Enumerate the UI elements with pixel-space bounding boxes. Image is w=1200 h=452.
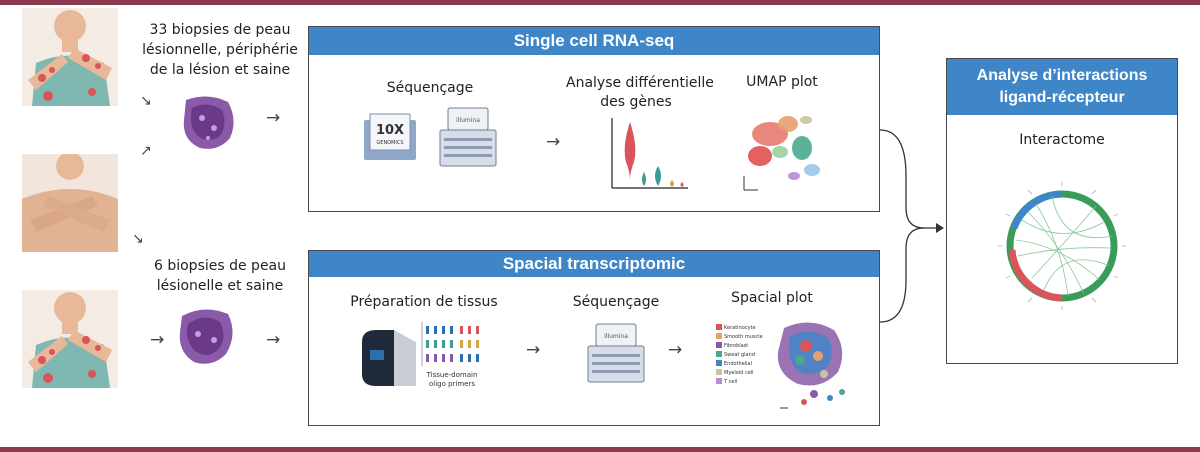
interactions-panel-title: Analyse d’interactions ligand-récepteur	[947, 59, 1177, 115]
spatial-step-sequencing-label: Séquençage	[572, 294, 660, 310]
illumina-sequencer-icon-bottom: illumina	[587, 323, 645, 383]
biopsy-group2-line1: 6 biopsies de peau	[153, 258, 287, 274]
svg-text:Keratinocyte: Keratinocyte	[724, 325, 756, 331]
tenx-chromium-device-icon: 10X GENOMICS	[364, 113, 416, 160]
spatial-step-prep-label: Préparation de tissus	[350, 294, 498, 310]
tissue-biopsy-sample-top	[183, 96, 234, 149]
differential-line2: des gènes	[600, 94, 672, 110]
arrow-diag-down-right-2: ↘	[132, 231, 144, 247]
biopsy-group1-line3: de la lésion et saine	[149, 62, 291, 78]
arrow-right-patient-bottom: →	[150, 330, 165, 350]
biopsy-group1-text: 33 biopsies de peau lésionnelle, périphé…	[136, 20, 304, 80]
svg-text:Fibroblast: Fibroblast	[724, 343, 748, 349]
arrow-right-to-differential: →	[546, 132, 561, 152]
arrow-right-to-scrna: →	[266, 108, 281, 128]
interactome-chord-diagram	[998, 182, 1126, 310]
interactome-label: Interactome	[1019, 132, 1105, 148]
interactions-title-line1: Analyse d’interactions	[976, 67, 1148, 84]
arrow-diag-down-right-1: ↘	[140, 93, 152, 109]
tissue-biopsy-sample-bottom	[179, 309, 233, 364]
scrna-step-differential-label: Analyse différentielle des gènes	[566, 74, 714, 112]
spatial-plot-icon: Keratinocyte Smooth muscle Fibroblast Sw…	[716, 322, 845, 409]
bottom-rule	[0, 447, 1200, 452]
svg-text:T cell: T cell	[723, 379, 737, 385]
patient-rash-arms-icon-bottom	[22, 290, 118, 388]
svg-text:GENOMICS: GENOMICS	[376, 140, 403, 146]
arrow-right-to-spatial-plot: →	[668, 340, 683, 360]
biopsy-group1-line2: lésionnelle, périphérie	[142, 42, 298, 58]
merge-connector	[880, 129, 944, 323]
interactions-title-line2: ligand-récepteur	[999, 89, 1125, 106]
spatial-panel-title: Spacial transcriptomic	[309, 251, 879, 277]
patient-healthy-icon	[22, 154, 118, 252]
biopsy-group2-line2: lésionelle et saine	[156, 278, 284, 294]
top-rule	[0, 0, 1200, 5]
violin-plot-icon	[611, 118, 688, 189]
svg-text:illumina: illumina	[604, 333, 628, 340]
arrow-diag-up-right: ↗	[140, 143, 152, 159]
spatial-plot-legend: Keratinocyte Smooth muscle Fibroblast Sw…	[716, 324, 763, 385]
patient-rash-arms-icon-top	[22, 8, 118, 106]
svg-text:Endothelial: Endothelial	[724, 361, 752, 367]
svg-text:10X: 10X	[376, 123, 404, 138]
svg-text:illumina: illumina	[456, 117, 480, 124]
biopsy-group1-line1: 33 biopsies de peau	[149, 22, 291, 38]
umap-plot-icon	[743, 116, 820, 191]
arrow-right-to-spatial-seq: →	[526, 340, 541, 360]
interactions-panel: Analyse d’interactions ligand-récepteur	[946, 58, 1178, 364]
biopsy-group2-text: 6 biopsies de peau lésionelle et saine	[136, 256, 304, 296]
svg-text:Tissue-domain: Tissue-domain	[426, 371, 478, 379]
scrna-step-sequencing-label: Séquençage	[386, 80, 474, 96]
differential-line1: Analyse différentielle	[566, 75, 714, 91]
scrna-panel-title: Single cell RNA-seq	[309, 27, 879, 55]
svg-text:oligo primers: oligo primers	[429, 380, 475, 388]
svg-text:Myeloid cell: Myeloid cell	[724, 370, 754, 376]
illumina-sequencer-icon-top: illumina	[439, 107, 497, 167]
tissue-prep-device-icon: Tissue-domain oligo primers	[362, 322, 479, 388]
svg-text:Sweat gland: Sweat gland	[724, 352, 755, 358]
svg-text:Smooth muscle: Smooth muscle	[724, 334, 763, 340]
arrow-right-to-spatial: →	[266, 330, 281, 350]
spatial-step-plot-label: Spacial plot	[731, 290, 813, 306]
scrna-step-umap-label: UMAP plot	[746, 74, 818, 90]
